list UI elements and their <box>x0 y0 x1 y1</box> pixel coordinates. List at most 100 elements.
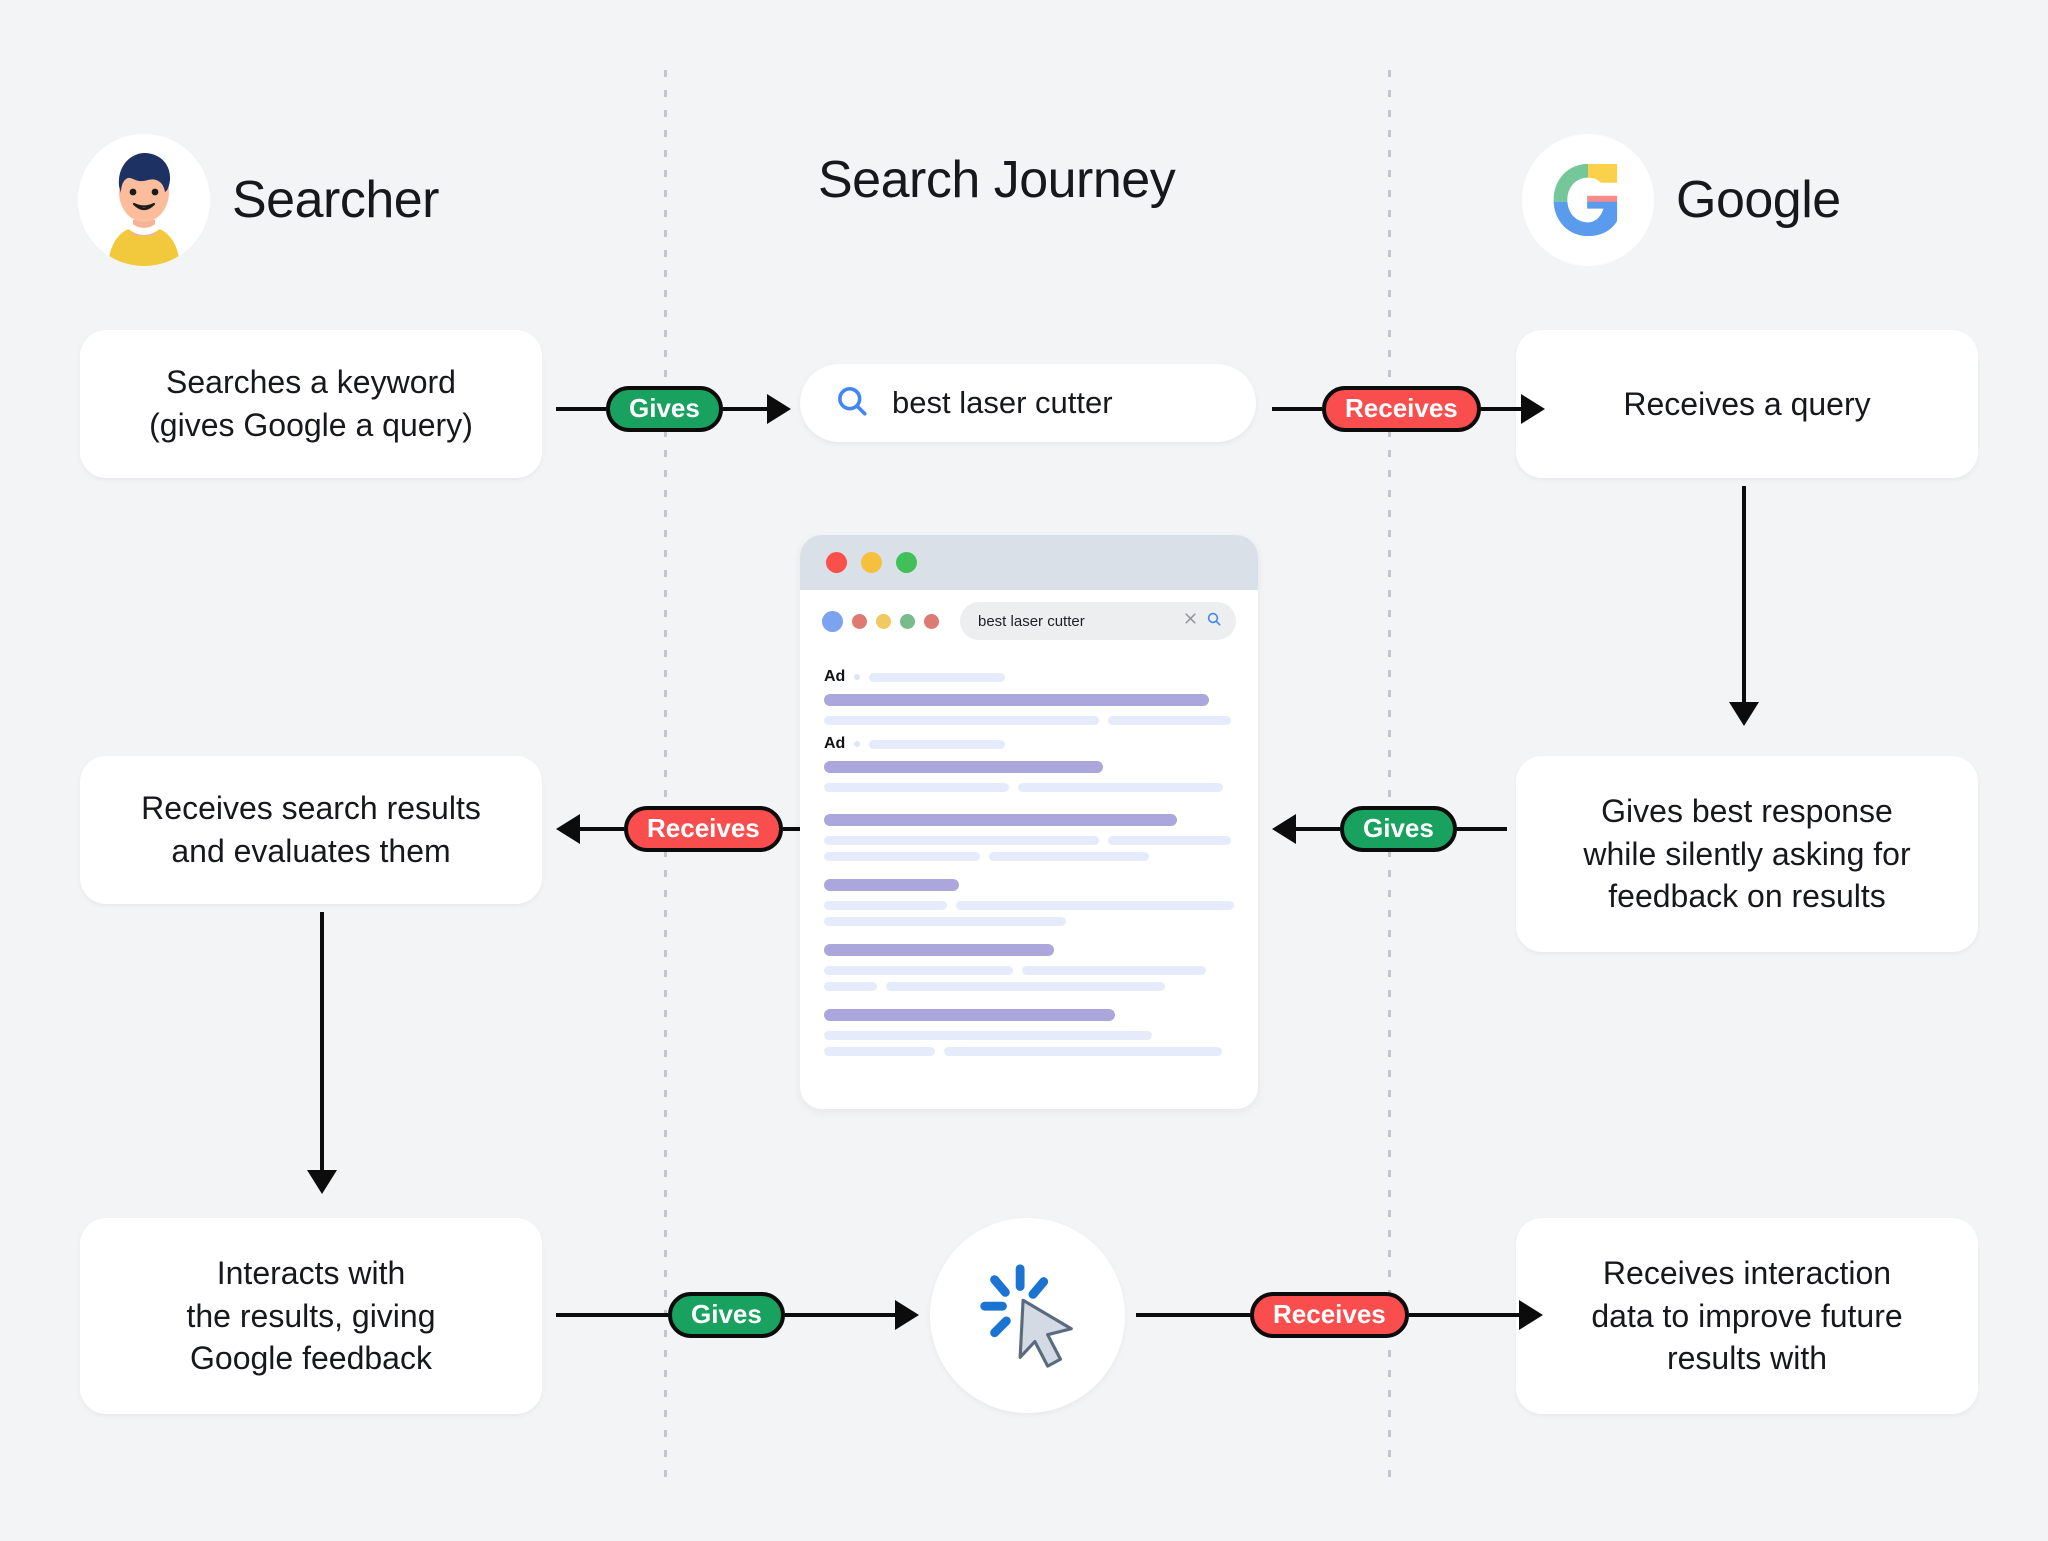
browser-search-value: best laser cutter <box>978 612 1085 630</box>
close-x-icon[interactable] <box>1183 611 1198 631</box>
result-item-organic[interactable] <box>824 944 1234 991</box>
lane-header-google: Google <box>1522 134 1841 266</box>
connector-line <box>1742 486 1746 702</box>
skeleton-line <box>824 966 1013 975</box>
browser-window-mockup: best laser cutter Ad <box>800 535 1258 1109</box>
connector-line <box>1456 827 1507 831</box>
lane-header-searcher: Searcher <box>78 134 440 266</box>
connector-line <box>1480 407 1521 411</box>
lane-title-searcher: Searcher <box>232 171 440 229</box>
badge-receives: Receives <box>1250 1292 1409 1338</box>
skeleton-line <box>824 1047 935 1056</box>
connector-google-gives: Gives <box>1272 806 1507 852</box>
badge-gives: Gives <box>1340 806 1457 852</box>
skeleton-title <box>824 944 1054 956</box>
skeleton-desc-row <box>824 901 1234 910</box>
skeleton-line <box>824 1031 1152 1040</box>
skeleton-line <box>1107 716 1231 725</box>
brand-dot-icon <box>924 613 939 629</box>
lane-divider-left <box>664 70 667 1480</box>
cursor-click-icon <box>930 1218 1125 1413</box>
brand-dot-icon <box>822 610 843 632</box>
skeleton-line <box>988 852 1149 861</box>
ad-row: Ad <box>824 668 1234 686</box>
search-icon <box>834 383 870 424</box>
connector-line <box>784 1313 895 1317</box>
ad-row: Ad <box>824 735 1234 753</box>
skeleton-desc-row <box>824 852 1234 861</box>
connector-line <box>556 1313 668 1317</box>
skeleton-desc-row <box>824 1047 1234 1056</box>
result-item-ad[interactable]: Ad <box>824 735 1234 792</box>
card-searcher-searches-keyword: Searches a keyword(gives Google a query) <box>80 330 542 478</box>
connector-google-receives-interaction: Receives <box>1136 1292 1543 1338</box>
search-icon[interactable] <box>1206 611 1222 632</box>
skeleton-title <box>824 1009 1116 1021</box>
connector-searcher-gives-feedback: Gives <box>556 1292 919 1338</box>
window-close-dot-icon[interactable] <box>826 552 847 573</box>
skeleton-desc-row <box>824 783 1234 792</box>
skeleton-desc-row <box>824 966 1234 975</box>
connector-searcher-vertical <box>307 912 337 1194</box>
person-avatar-icon <box>78 134 210 266</box>
skeleton-line <box>824 836 1099 845</box>
badge-gives: Gives <box>606 386 723 432</box>
skeleton-title <box>824 761 1103 773</box>
result-item-organic[interactable] <box>824 814 1234 861</box>
result-item-organic[interactable] <box>824 879 1234 926</box>
skeleton-line <box>824 901 947 910</box>
connector-google-vertical <box>1729 486 1759 726</box>
badge-gives: Gives <box>668 1292 785 1338</box>
badge-receives: Receives <box>1322 386 1481 432</box>
search-results-skeleton-list: Ad Ad <box>800 652 1258 1056</box>
skeleton-desc-row <box>824 982 1234 991</box>
arrow-down-icon <box>1729 702 1759 726</box>
result-item-ad[interactable]: Ad <box>824 668 1234 725</box>
ad-label: Ad <box>824 668 846 685</box>
card-google-receives-query: Receives a query <box>1516 330 1978 478</box>
lane-title-google: Google <box>1676 171 1841 229</box>
connector-line <box>320 912 324 1170</box>
connector-line <box>722 407 767 411</box>
ad-separator-dot-icon <box>854 674 861 680</box>
skeleton-desc-row <box>824 836 1234 845</box>
connector-line <box>1408 1313 1519 1317</box>
ad-label: Ad <box>824 735 846 752</box>
skeleton-line <box>824 783 1009 792</box>
arrow-right-icon <box>766 394 791 424</box>
skeleton-line <box>1021 966 1207 975</box>
lane-header-journey: Search Journey <box>818 150 1176 210</box>
browser-titlebar <box>800 535 1258 590</box>
skeleton-desc-row <box>824 716 1234 725</box>
skeleton-line <box>943 1047 1223 1056</box>
skeleton-title <box>824 694 1210 706</box>
connector-searcher-receives: Receives <box>556 806 833 852</box>
arrow-left-icon <box>556 814 580 844</box>
skeleton-desc-row <box>824 1031 1234 1040</box>
skeleton-line <box>824 917 1066 926</box>
arrow-right-icon <box>1518 1300 1543 1330</box>
skeleton-url <box>869 739 1006 749</box>
arrow-right-icon <box>1520 394 1545 424</box>
arrow-left-icon <box>1272 814 1296 844</box>
skeleton-line <box>886 982 1166 991</box>
lane-title-journey: Search Journey <box>818 151 1176 209</box>
skeleton-url <box>869 672 1006 682</box>
browser-toolbar: best laser cutter <box>800 590 1258 652</box>
window-maximize-dot-icon[interactable] <box>896 552 917 573</box>
arrow-down-icon <box>307 1170 337 1194</box>
window-minimize-dot-icon[interactable] <box>861 552 882 573</box>
connector-line <box>556 407 606 411</box>
query-search-pill[interactable]: best laser cutter <box>800 364 1256 442</box>
skeleton-line <box>1107 836 1231 845</box>
skeleton-line <box>955 901 1234 910</box>
browser-search-input[interactable]: best laser cutter <box>960 602 1236 640</box>
skeleton-desc-row <box>824 917 1234 926</box>
skeleton-line <box>1017 783 1223 792</box>
result-item-organic[interactable] <box>824 1009 1234 1056</box>
